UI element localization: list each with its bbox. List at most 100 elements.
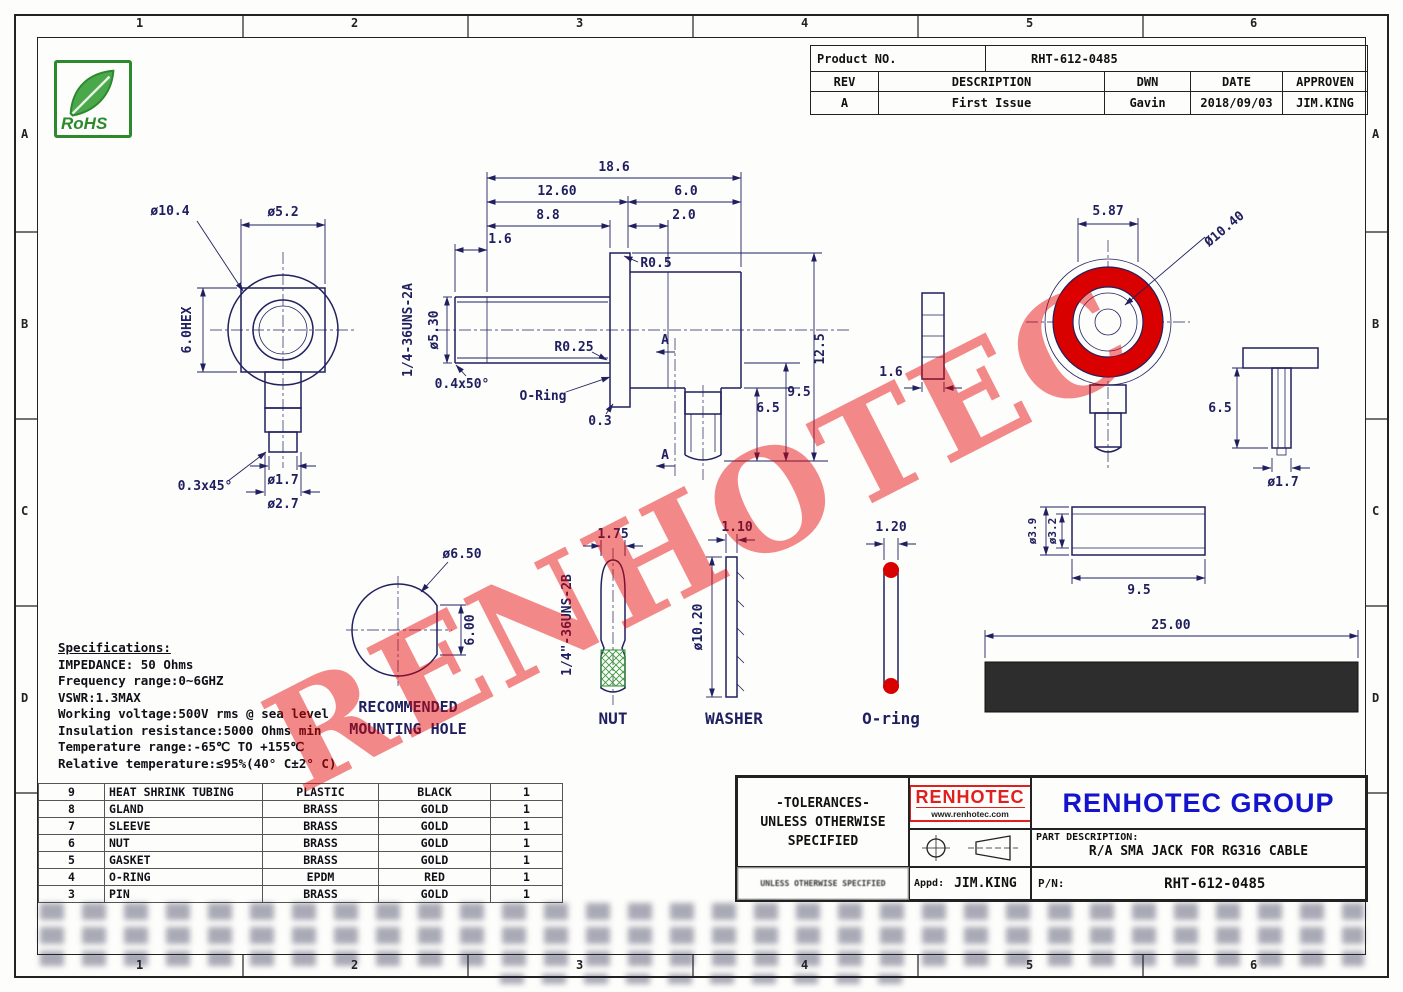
dim-side-20: 2.0 (672, 208, 696, 223)
mounting-hole-caption-1: RECOMMENDED (358, 698, 457, 716)
spec-line: Working voltage:500V rms @ sea level (58, 706, 329, 721)
dwn-header: DWN (1105, 72, 1191, 91)
dim-hole-flat: 6.00 (463, 614, 478, 645)
dim-end-hex: 6.0HEX (180, 306, 195, 353)
redacted-row (500, 974, 920, 984)
part-number-label: P/N: (1038, 877, 1065, 890)
table-cell: 1 (490, 800, 563, 818)
approven-value: JIM.KING (1296, 96, 1354, 110)
dim-hole-dia: ø6.50 (442, 547, 481, 562)
zone-col-1b: 1 (136, 958, 143, 972)
product-no-value: RHT-612-0485 (1031, 51, 1118, 66)
view-front: 5.87 Ø10.40 (1026, 204, 1248, 470)
table-cell: 1 (490, 783, 563, 801)
spec-line: VSWR:1.3MAX (58, 689, 141, 705)
dim-front-od: Ø10.40 (1201, 208, 1248, 250)
approved-cell: Appd: JIM.KING (909, 867, 1031, 900)
dim-end-chamfer: 0.3x45° (178, 479, 233, 494)
revision-table: Product NO. RHT-612-0485 REV DESCRIPTION… (810, 45, 1368, 115)
spec-line: Relative temperature:≤95%(40° C±2° C) (58, 755, 337, 771)
nut-label: NUT (599, 709, 628, 728)
table-cell: 5 (38, 851, 105, 869)
table-cell: GASKET (104, 851, 263, 869)
table-cell: 4 (38, 868, 105, 886)
dim-sleeve-od: ø3.9 (1026, 518, 1039, 545)
zone-col-1: 1 (136, 16, 144, 30)
view-nut: 1.75 1/4"-36UNS-2B NUT (560, 527, 643, 728)
view-gasket: 1.6 (879, 292, 962, 392)
approved-label: Appd: (914, 878, 945, 889)
redacted-row (40, 951, 1364, 966)
part-number-cell: P/N: RHT-612-0485 (1031, 867, 1366, 900)
table-cell: 1 (490, 834, 563, 852)
mounting-hole-caption-2: MOUNTING HOLE (349, 720, 466, 738)
redacted-row (40, 903, 1364, 920)
rohs-label: RoHS (61, 114, 108, 133)
specs-title: Specifications: (58, 640, 171, 655)
zone-col-2b: 2 (351, 958, 358, 972)
nut-seal-section (600, 649, 626, 687)
dim-side-r025: R0.25 (554, 340, 593, 355)
dim-gasket-16: 1.6 (879, 365, 903, 380)
dim-oring-120: 1.20 (875, 520, 906, 535)
part-number-value: RHT-612-0485 (1164, 875, 1266, 892)
view-heatshrink: 25.00 (984, 618, 1359, 713)
table-cell: RED (378, 868, 491, 886)
section-mark-a-top: A (661, 333, 669, 348)
view-connector-end: ø5.2 ø10.4 6.0HEX 0.3x45° ø1.7 ø2.7 (150, 204, 356, 512)
dim-washer-dia: ø10.20 (691, 603, 706, 650)
oring-cross-section-bottom (883, 678, 899, 694)
table-cell: 1 (490, 817, 563, 835)
dim-side-88: 8.8 (536, 208, 560, 223)
revision-row: A First Issue Gavin 2018/09/03 JIM.KING (811, 92, 1367, 114)
table-cell: 7 (38, 817, 105, 835)
dim-side-60: 6.0 (674, 184, 698, 199)
zone-col-2: 2 (351, 16, 359, 30)
description-value: First Issue (879, 92, 1105, 114)
view-contact: 6.5 ø1.7 (1208, 347, 1319, 490)
logo-text: RENHOTEC (915, 786, 1025, 807)
table-cell: GOLD (378, 885, 491, 903)
spec-line: Frequency range:0~6GHZ (58, 673, 224, 688)
table-cell: EPDM (262, 868, 379, 886)
table-cell: 3 (38, 885, 105, 903)
table-cell: BRASS (262, 817, 379, 835)
view-mounting-hole: ø6.50 6.00 RECOMMENDED MOUNTING HOLE (346, 547, 482, 738)
redacted-row (40, 927, 1364, 944)
table-cell: O-RING (104, 868, 263, 886)
thread-callout-2a: 1/4-36UNS-2A (401, 283, 416, 377)
spec-line: Temperature range:-65℃ TO +155℃ (58, 739, 305, 754)
zone-ticks (14, 15, 1389, 977)
spec-line: IMPEDANCE: 50 Ohms (58, 656, 194, 672)
third-angle-projection-icon (922, 835, 1018, 861)
dim-side-95: 9.5 (787, 385, 810, 400)
zone-col-6b: 6 (1250, 958, 1257, 972)
table-cell: BRASS (262, 834, 379, 852)
approven-header: APPROVEN (1296, 74, 1354, 89)
company-name: RENHOTEC GROUP (1031, 777, 1366, 829)
dim-side-65: 6.5 (756, 401, 779, 416)
dim-sleeve-id: ø3.2 (1046, 518, 1059, 545)
zone-row-a-r: A (1372, 127, 1380, 141)
title-block: -TOLERANCES- UNLESS OTHERWISE SPECIFIED … (735, 775, 1368, 902)
projection-symbol (909, 829, 1031, 867)
rohs-logo: RoHS (54, 60, 132, 138)
rev-value: A (811, 92, 879, 114)
table-cell: NUT (104, 834, 263, 852)
table-cell: 8 (38, 800, 105, 818)
d i m-side-16: 1.6 (488, 232, 512, 247)
view-oring: 1.20 O-ring (862, 520, 920, 728)
tolerances-cell: -TOLERANCES- UNLESS OTHERWISE SPECIFIED (737, 777, 909, 867)
table-cell: SLEEVE (104, 817, 263, 835)
dim-sleeve-len: 9.5 (1127, 583, 1150, 598)
table-cell: PIN (104, 885, 263, 903)
oring-label: O-ring (862, 709, 920, 728)
table-cell: 6 (38, 834, 105, 852)
table-cell: PLASTIC (262, 783, 379, 801)
